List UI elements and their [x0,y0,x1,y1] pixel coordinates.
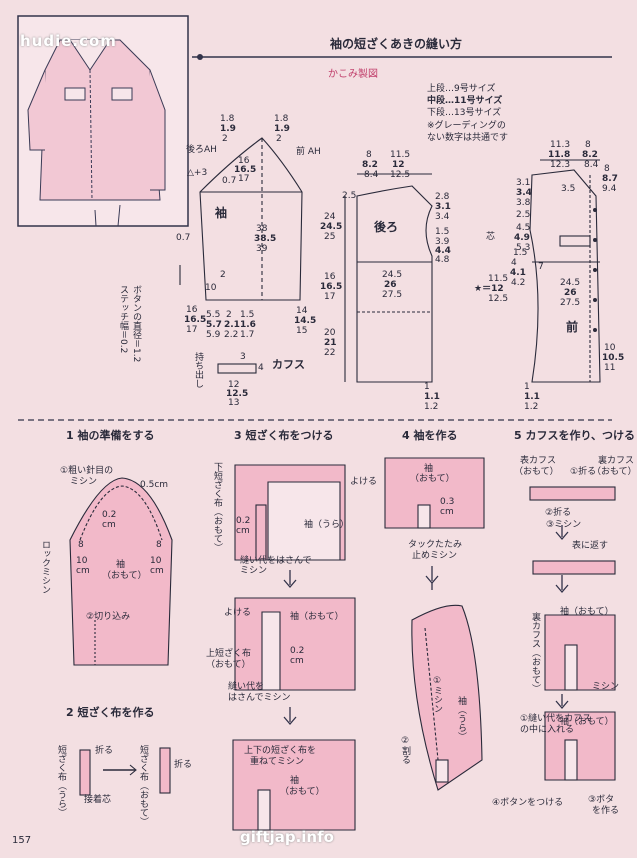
back-bodice-pattern [344,173,433,383]
sleeve-pattern [179,137,303,374]
step2-title: 2 短ざく布を作る [66,706,155,719]
button-note-1: ボタンの直径＝1.2 [131,285,141,363]
page-number: 157 [12,835,32,846]
overlap-label: 持ち出し [193,352,203,388]
drawings [17,15,616,831]
sleeve-label: 袖 [215,206,228,220]
front-ah-label: 前 AH [296,147,321,157]
step1-title: 1 袖の準備をする [66,429,155,442]
back-ah-label: 後ろAH [186,145,217,155]
step3-title: 3 短ざく布をつける [234,429,334,442]
front-bodice-pattern [529,159,601,383]
front-label: 前 [566,320,579,334]
page: hudie.com 袖の短ざくあきの縫い方 かこみ製図 上段…9号サイズ 中段…… [12,15,637,846]
step2-strips [79,747,171,796]
back-label: 後ろ [374,220,399,234]
step3-drawings [232,464,356,831]
lock-stitch-label: ロックミシン [40,540,50,594]
step4-drawings [384,457,485,791]
cuff-label: カフス [272,358,305,371]
blouse-illustration [27,39,166,227]
footer-watermark: giftjap.info [240,828,334,846]
step1-sleeve [69,477,173,666]
step4-title: 4 袖を作る [402,429,458,442]
step5-drawings [529,486,616,781]
page-title: 袖の短ざくあきの縫い方 [330,37,463,51]
button-note-2: ステッチ幅＝0.2 [118,285,128,354]
step5-title: 5 カフスを作り、つける [514,429,636,442]
watermark-top: hudie.com [20,32,117,50]
core-label: 芯 [486,232,496,242]
pattern-note: かこみ製図 [328,69,378,80]
